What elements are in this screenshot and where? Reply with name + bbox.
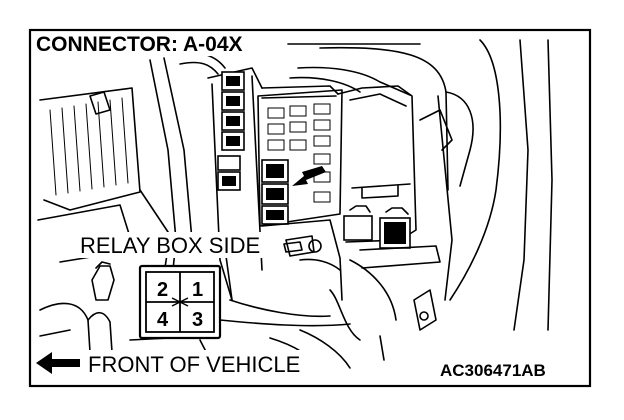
- diagram-border: [28, 28, 592, 388]
- figure-code: AC306471AB: [440, 361, 546, 380]
- engine-bay-illustration: [37, 39, 553, 373]
- relay-box-side-label: RELAY BOX SIDE: [80, 233, 260, 258]
- arrow-pointer-icon: [292, 166, 326, 186]
- arrow-left-icon: [36, 352, 80, 374]
- pin-1: 1: [192, 279, 203, 301]
- diagram-title: CONNECTOR: A-04X: [36, 33, 243, 56]
- pin-2: 2: [157, 279, 168, 301]
- front-of-vehicle-label: FRONT OF VEHICLE: [88, 352, 300, 377]
- target-connector: [261, 159, 289, 225]
- pin-3: 3: [192, 309, 203, 331]
- connector-pin-face: 2 1 4 3: [138, 264, 222, 340]
- pin-4: 4: [157, 309, 169, 331]
